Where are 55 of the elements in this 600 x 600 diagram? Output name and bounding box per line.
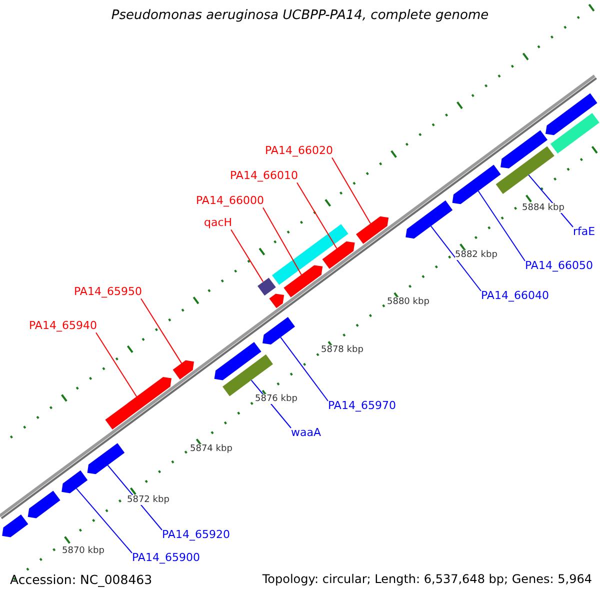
scale-label: 5872 kbp xyxy=(127,495,170,506)
leader-line xyxy=(76,488,132,554)
gene-block xyxy=(272,224,348,285)
leader-line xyxy=(140,298,182,364)
scale-label: 5880 kbp xyxy=(387,297,430,308)
gene-block xyxy=(550,113,600,154)
gene-label: PA14_65940 xyxy=(29,320,97,333)
leader-line xyxy=(262,207,302,276)
gene-feature xyxy=(262,317,295,344)
gene-label: PA14_66040 xyxy=(481,290,549,303)
gene-label: PA14_66050 xyxy=(525,260,593,273)
gene-block xyxy=(496,146,554,194)
gene-label: waaA xyxy=(291,427,322,440)
leader-line xyxy=(332,157,371,224)
leader-line xyxy=(96,332,138,398)
gene-feature xyxy=(62,470,88,494)
gene-feature xyxy=(28,490,60,518)
gene-feature xyxy=(87,443,125,474)
gene-feature xyxy=(2,514,28,538)
gene-label: PA14_65920 xyxy=(162,529,230,542)
leader-line xyxy=(107,464,162,530)
leader-line xyxy=(230,229,264,282)
scale-label: 5878 kbp xyxy=(321,345,364,356)
gene-feature xyxy=(452,164,501,204)
title: Pseudomonas aeruginosa UCBPP-PA14, complete genome xyxy=(110,9,490,24)
gene-feature xyxy=(105,377,172,430)
gene-feature xyxy=(284,265,323,298)
gene-label: qacH xyxy=(204,217,232,230)
gene-label: PA14_66000 xyxy=(196,195,264,208)
genome-info-text: Topology: circular; Length: 6,537,648 bp; Genes: 5,964 xyxy=(262,573,592,587)
scale-label: 5870 kbp xyxy=(62,546,104,556)
gene-label: PA14_65950 xyxy=(74,286,142,299)
gene-block xyxy=(258,278,276,296)
gene-feature xyxy=(406,200,453,239)
leader-line xyxy=(296,182,338,249)
gene-feature xyxy=(214,342,262,380)
gene-feature xyxy=(356,216,389,244)
gene-label: rfaE xyxy=(573,226,596,239)
scale-label: 5882 kbp xyxy=(455,250,498,260)
leader-line xyxy=(478,190,526,262)
leader-line xyxy=(280,336,328,402)
gene-label: PA14_65900 xyxy=(132,552,200,565)
gene-feature xyxy=(269,294,284,308)
accession-text: Accession: NC_008463 xyxy=(10,573,152,588)
gene-feature xyxy=(546,93,598,136)
scale-label: 5874 kbp xyxy=(190,444,232,454)
gene-label: PA14_66010 xyxy=(230,170,298,183)
gene-label: PA14_65970 xyxy=(328,400,396,413)
leader-line xyxy=(430,226,482,292)
scale-label: 5876 kbp xyxy=(255,394,298,404)
gene-feature xyxy=(500,130,548,168)
gene-label: PA14_66020 xyxy=(265,145,333,158)
scale-label: 5884 kbp xyxy=(522,203,564,214)
gene-feature xyxy=(172,360,194,380)
gene-feature xyxy=(322,241,355,269)
